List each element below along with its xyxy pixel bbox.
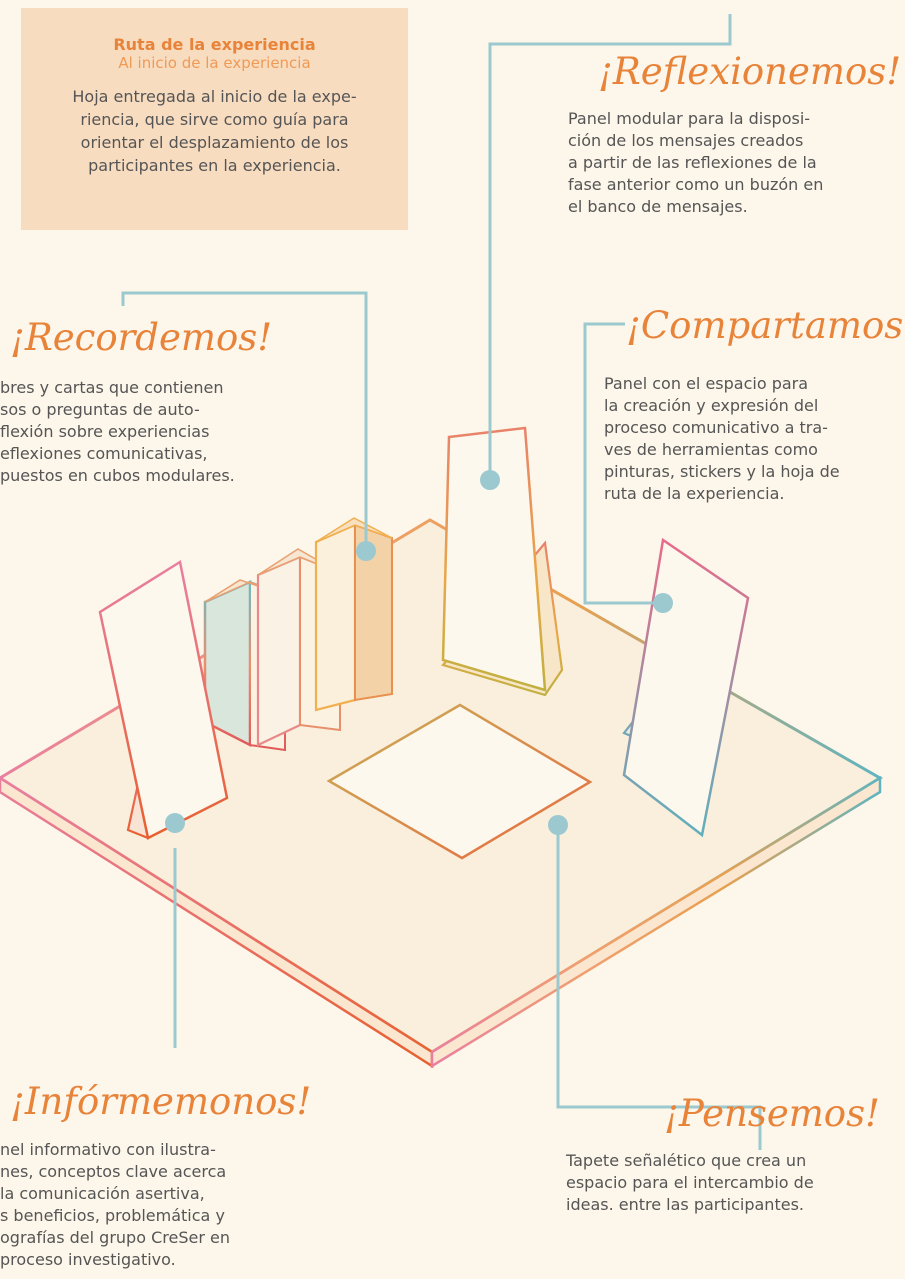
desc-line: eflexiones comunicativas, (0, 444, 208, 463)
desc-line: sos o preguntas de auto- (0, 400, 200, 419)
desc-pensemos: Tapete señalético que crea un espacio pa… (566, 1150, 814, 1216)
desc-line: fase anterior como un buzón en (568, 175, 824, 194)
desc-line: ción de los mensajes creados (568, 131, 804, 150)
heading-informemonos: ¡Infórmemonos! (10, 1080, 312, 1123)
desc-compartamos: Panel con el espacio para la creación y … (604, 373, 840, 505)
desc-line: la comunicación asertiva, (0, 1184, 205, 1203)
desc-line: ografías del grupo CreSer en (0, 1228, 230, 1247)
connector-lines (121, 14, 762, 1150)
center-panel (441, 426, 564, 697)
dot-floor-mat (548, 815, 568, 835)
desc-reflexionemos: Panel modular para la disposi- ción de l… (568, 108, 823, 218)
connector-dots (165, 470, 673, 835)
info-box-body: Hoja entregada al inicio de la expe-rien… (72, 87, 357, 175)
desc-line: bres y cartas que contienen (0, 378, 224, 397)
desc-line: pinturas, stickers y la hoja de (604, 462, 840, 481)
desc-line: puestos en cubos modulares. (0, 466, 235, 485)
desc-line: espacio para el intercambio de (566, 1173, 814, 1192)
desc-line: la creación y expresión del (604, 396, 819, 415)
connector-recordemos (121, 291, 368, 551)
heading-reflexionemos: ¡Reflexionemos! (598, 50, 902, 93)
heading-pensemos: ¡Pensemos! (664, 1092, 880, 1135)
heading-compartamos: ¡Compartamos! (626, 304, 905, 347)
desc-line: nes, conceptos clave acerca (0, 1162, 227, 1181)
desc-line: Tapete señalético que crea un (566, 1151, 807, 1170)
desc-informemonos: nel informativo con ilustra- nes, concep… (0, 1139, 230, 1271)
right-panel (622, 537, 750, 838)
info-box-subtitle: Al inicio de la experiencia (118, 54, 311, 72)
route-info-box: Ruta de la experiencia Al inicio de la e… (21, 8, 408, 230)
modular-cubes (203, 517, 393, 752)
desc-line: el banco de mensajes. (568, 197, 748, 216)
dot-right-panel (653, 593, 673, 613)
desc-line: proceso investigativo. (0, 1250, 176, 1269)
connector-pensemos (556, 825, 762, 1150)
dot-cubes (356, 541, 376, 561)
dot-center-panel (480, 470, 500, 490)
desc-line: ruta de la experiencia. (604, 484, 785, 503)
desc-line: Panel modular para la disposi- (568, 109, 811, 128)
dot-left-panel (165, 813, 185, 833)
desc-line: proceso comunicativo a tra- (604, 418, 828, 437)
desc-line: ideas. entre las participantes. (566, 1195, 804, 1214)
connector-reflexionemos (488, 14, 732, 480)
connector-compartamos (583, 322, 663, 605)
info-box-title: Ruta de la experiencia (113, 35, 316, 54)
desc-line: a partir de las reflexiones de la (568, 153, 817, 172)
desc-line: flexión sobre experiencias (0, 422, 210, 441)
desc-line: nel informativo con ilustra- (0, 1140, 216, 1159)
floor-mat (326, 703, 593, 860)
desc-recordemos: bres y cartas que contienen sos o pregun… (0, 377, 235, 487)
desc-line: Panel con el espacio para (604, 374, 809, 393)
desc-line: ves de herramientas como (604, 440, 818, 459)
desc-line: s beneficios, problemática y (0, 1206, 225, 1225)
left-panel (98, 559, 229, 840)
heading-recordemos: ¡Recordemos! (10, 316, 273, 359)
